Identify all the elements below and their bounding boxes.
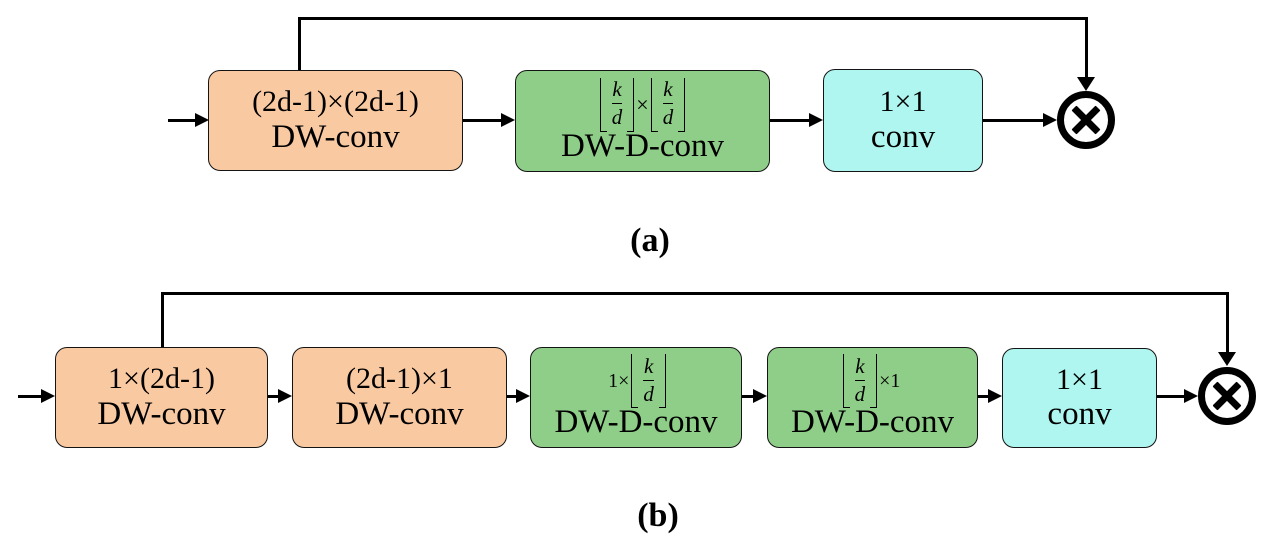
right-floor-bracket-icon [870, 354, 878, 409]
layer-type-label: conv [870, 118, 936, 155]
multiply-suffix: ×1 [879, 369, 901, 392]
arrow-a1-arrowhead-icon [501, 113, 515, 127]
layer-type-label: conv [1047, 396, 1112, 433]
floor-fraction-right: k d [650, 77, 686, 132]
arrow-a2-arrowhead-icon [809, 113, 823, 127]
dw-d-conv-box-b2: k d ×1 DW-D-conv [767, 347, 978, 448]
arrow-b3-arrowhead-icon [753, 389, 767, 403]
multiply-sign: × [636, 91, 649, 117]
arrow-b4-line [978, 394, 989, 398]
floor-fraction-left: k d [599, 77, 635, 132]
skip-connection-a-left-segment [297, 16, 301, 72]
multiply-operator-icon-a [1057, 91, 1115, 149]
kernel-size-math: 1× k d [606, 353, 666, 409]
right-floor-bracket-icon [658, 354, 666, 409]
skip-connection-a-right-segment [1084, 16, 1088, 79]
right-floor-bracket-icon [678, 77, 686, 132]
dw-conv-box-a: (2d-1)×(2d-1) DW-conv [208, 70, 463, 171]
input-arrow-a-arrowhead-icon [195, 113, 209, 127]
skip-connection-a-arrowhead-icon [1077, 77, 1095, 91]
multiply-prefix: 1× [608, 369, 630, 392]
layer-type-label: DW-conv [335, 395, 464, 432]
skip-connection-b-top-segment [160, 291, 1229, 295]
layer-type-label: DW-D-conv [560, 127, 725, 164]
kernel-size-label: (2d-1)×1 [346, 362, 453, 396]
kernel-size-label: 1×(2d-1) [108, 362, 215, 396]
skip-connection-b-left-segment [160, 291, 164, 349]
fraction-denominator: d [611, 103, 623, 130]
input-arrow-b-arrowhead-icon [41, 389, 55, 403]
skip-connection-a-top-segment [297, 16, 1088, 20]
left-floor-bracket-icon [599, 77, 607, 132]
dw-d-conv-box-a: k d × k d DW-D-conv [515, 70, 770, 172]
arrow-b4-arrowhead-icon [988, 389, 1002, 403]
fraction-numerator: k [643, 353, 654, 378]
fraction-denominator: d [662, 103, 674, 130]
arrow-b2-line [507, 394, 517, 398]
kernel-size-label: (2d-1)×(2d-1) [252, 85, 419, 119]
arrow-a1-line [463, 118, 502, 122]
layer-type-label: DW-conv [97, 395, 226, 432]
left-floor-bracket-icon [631, 354, 639, 409]
skip-connection-b-arrowhead-icon [1218, 352, 1236, 366]
conv-1x1-box-b: 1×1 conv [1002, 348, 1157, 448]
skip-connection-b-right-segment [1225, 291, 1229, 354]
arrow-a3-line [983, 118, 1044, 122]
kernel-size-math: k d × k d [599, 77, 686, 132]
layer-type-label: DW-conv [271, 118, 400, 155]
input-arrow-b-line [18, 394, 42, 398]
fraction-denominator: d [643, 379, 654, 406]
arrow-a2-line [770, 118, 810, 122]
kernel-size-label: 1×1 [879, 85, 927, 119]
multiply-operator-icon-b [1198, 367, 1256, 425]
fraction-numerator: k [855, 353, 865, 378]
dw-conv-box-b2: (2d-1)×1 DW-conv [292, 347, 507, 448]
arrow-b5-line [1157, 394, 1185, 398]
arrow-b3-line [742, 394, 754, 398]
dw-conv-box-b1: 1×(2d-1) DW-conv [55, 347, 268, 448]
arrow-b1-arrowhead-icon [278, 389, 292, 403]
fraction-numerator: k [612, 77, 622, 102]
arrow-b5-arrowhead-icon [1184, 389, 1198, 403]
arrow-b2-arrowhead-icon [516, 389, 530, 403]
caption-b: (b) [637, 497, 679, 534]
floor-fraction: k d [631, 353, 666, 409]
input-arrow-a-line [168, 118, 196, 122]
arrow-a3-arrowhead-icon [1043, 113, 1057, 127]
left-floor-bracket-icon [842, 354, 850, 409]
layer-type-label: DW-D-conv [554, 404, 718, 441]
dw-d-conv-box-b1: 1× k d DW-D-conv [530, 347, 742, 448]
left-floor-bracket-icon [650, 77, 658, 132]
caption-a: (a) [630, 222, 670, 259]
arrow-b1-line [268, 394, 279, 398]
right-floor-bracket-icon [627, 77, 635, 132]
fraction-denominator: d [854, 379, 866, 406]
fraction-numerator: k [663, 77, 673, 102]
kernel-size-label: 1×1 [1056, 362, 1103, 396]
kernel-size-math: k d ×1 [842, 353, 903, 409]
layer-type-label: DW-D-conv [790, 404, 955, 441]
conv-1x1-box-a: 1×1 conv [823, 69, 983, 172]
floor-fraction: k d [842, 353, 878, 409]
